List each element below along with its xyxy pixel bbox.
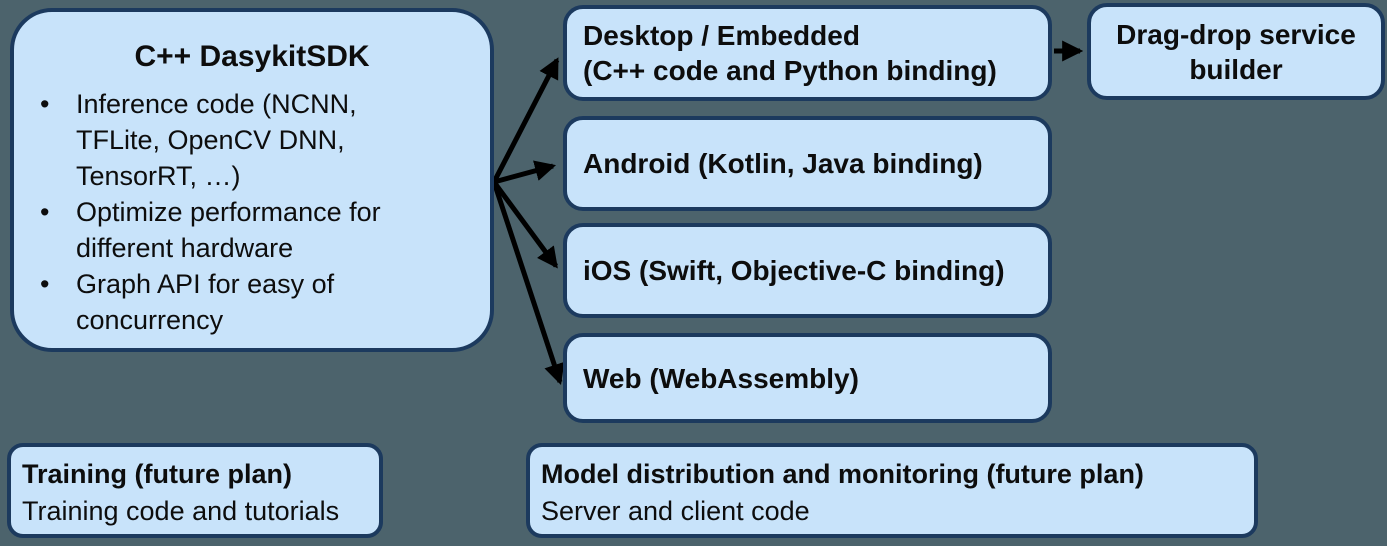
future-model-title: Model distribution and monitoring (futur… [541, 459, 1144, 489]
bullet-item: • Optimize performance for different har… [14, 194, 490, 266]
platform-box-ios: iOS (Swift, Objective-C binding) [563, 223, 1052, 318]
arrow-sdk-to-web [491, 181, 565, 385]
arrow-sdk-to-android [493, 160, 557, 185]
platform-box-android: Android (Kotlin, Java binding) [563, 116, 1052, 211]
future-training-title: Training (future plan) [22, 459, 292, 489]
future-training-subtitle: Training code and tutorials [22, 496, 340, 526]
bullet-text-optimize: Optimize performance for different hardw… [76, 197, 381, 263]
sdk-box-title: C++ DasykitSDK [134, 40, 370, 73]
future-box-model: Model distribution and monitoring (futur… [526, 443, 1258, 538]
platform-label-ios: iOS (Swift, Objective-C binding) [583, 255, 1005, 286]
bullet-text-graph-api: Graph API for easy of concurrency [76, 269, 335, 335]
future-model-subtitle: Server and client code [541, 496, 810, 526]
bullet-marker: • [40, 89, 50, 119]
bullet-item: • Inference code (NCNN, TFLite, OpenCV D… [14, 86, 490, 194]
sdk-box: C++ DasykitSDK • Inference code (NCNN, T… [10, 8, 494, 352]
bullet-text-inference: Inference code (NCNN, TFLite, OpenCV DNN… [76, 89, 357, 191]
future-box-training: Training (future plan) Training code and… [7, 443, 383, 538]
bullet-marker: • [40, 197, 50, 227]
platform-box-web: Web (WebAssembly) [563, 333, 1052, 423]
builder-box: Drag-drop service builder [1087, 3, 1385, 100]
platform-label-desktop: Desktop / Embedded (C++ code and Python … [583, 20, 997, 86]
bullet-marker: • [40, 269, 50, 299]
platform-box-desktop: Desktop / Embedded (C++ code and Python … [563, 5, 1052, 101]
bullet-item: • Graph API for easy of concurrency [14, 266, 490, 338]
platform-label-web: Web (WebAssembly) [583, 362, 859, 394]
platform-label-android: Android (Kotlin, Java binding) [583, 148, 983, 179]
builder-box-label: Drag-drop service builder [1116, 18, 1356, 85]
arrow-sdk-to-desktop [491, 57, 560, 184]
arrow-sdk-to-ios [491, 180, 559, 269]
sdk-bullet-list: • Inference code (NCNN, TFLite, OpenCV D… [14, 86, 490, 338]
